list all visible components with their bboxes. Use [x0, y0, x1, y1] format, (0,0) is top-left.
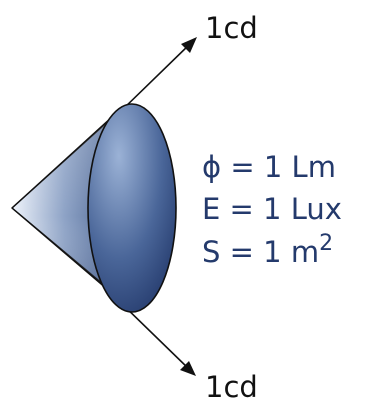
- top-ray-arrowhead: [181, 37, 197, 53]
- area-formula-base: S = 1 m: [202, 235, 320, 269]
- bottom-ray-arrowhead: [180, 361, 196, 376]
- cone-upper-edge: [11, 105, 125, 209]
- top-ray-line: [119, 41, 193, 113]
- area-formula-exponent: 2: [319, 231, 334, 256]
- cone-base-disc: [87, 103, 177, 313]
- flux-formula: ϕ = 1 Lm: [202, 150, 336, 184]
- bottom-ray-line: [119, 301, 191, 371]
- illuminance-formula: E = 1 Lux: [202, 192, 342, 226]
- top-ray-label: 1cd: [205, 11, 258, 45]
- area-formula: S = 1 m2: [202, 233, 333, 269]
- bottom-ray-label: 1cd: [205, 370, 258, 404]
